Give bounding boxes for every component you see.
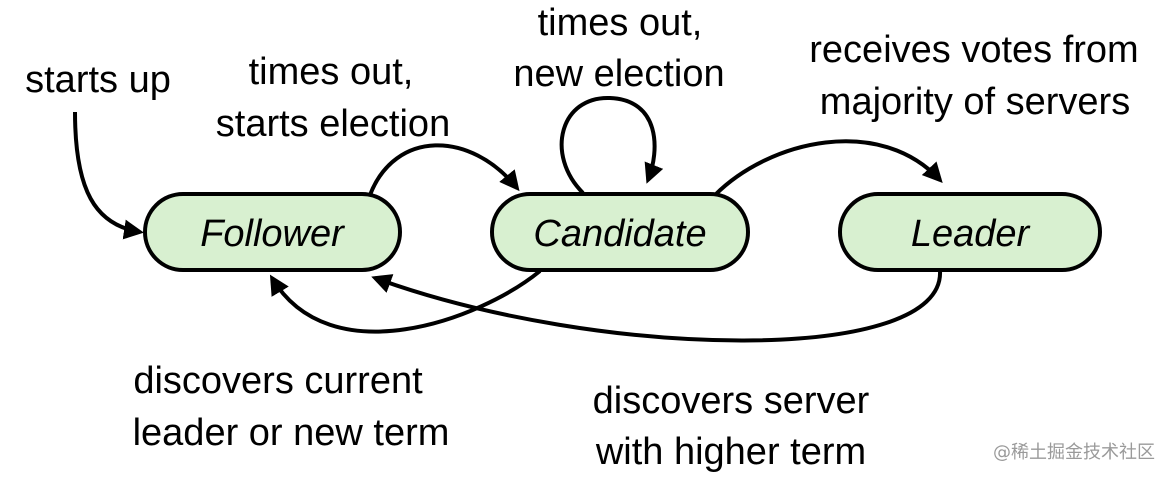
edge-starts-up [73, 111, 144, 240]
label-candidate-to-follower-line-1: discovers current [133, 360, 423, 402]
label-candidate-to-follower-line-2: leader or new term [133, 412, 450, 454]
edge-leader-to-follower [371, 270, 943, 343]
state-follower-label: Follower [200, 213, 345, 255]
edge-candidate-self-loop [559, 95, 664, 195]
label-leader-to-follower-line-1: discovers server [593, 380, 870, 422]
state-candidate: Candidate [490, 192, 750, 272]
label-candidate-to-leader: receives votes from majority of servers [809, 29, 1138, 123]
label-starts-up-line-1: starts up [25, 59, 171, 101]
label-follower-to-candidate-line-1: times out, [249, 51, 414, 93]
label-leader-to-follower: discovers server with higher term [593, 380, 870, 473]
edge-candidate-to-follower [269, 269, 542, 334]
state-candidate-label: Candidate [533, 213, 706, 255]
label-candidate-self-line-1: times out, [538, 2, 703, 44]
label-leader-to-follower-line-2: with higher term [595, 431, 866, 473]
label-candidate-to-leader-line-1: receives votes from [809, 29, 1138, 71]
state-leader-label: Leader [911, 213, 1031, 255]
state-follower: Follower [143, 192, 402, 272]
label-follower-to-candidate: times out, starts election [216, 51, 450, 145]
edge-candidate-to-leader [713, 139, 943, 197]
watermark: @稀土掘金技术社区 [993, 442, 1155, 463]
label-candidate-to-leader-line-2: majority of servers [820, 81, 1130, 123]
state-leader: Leader [838, 192, 1102, 272]
label-candidate-self-line-2: new election [513, 53, 724, 95]
label-candidate-self: times out, new election [513, 2, 724, 95]
label-follower-to-candidate-line-2: starts election [216, 103, 450, 145]
label-starts-up: starts up [25, 59, 171, 101]
edge-follower-to-candidate [368, 143, 520, 196]
label-candidate-to-follower: discovers current leader or new term [133, 360, 450, 454]
